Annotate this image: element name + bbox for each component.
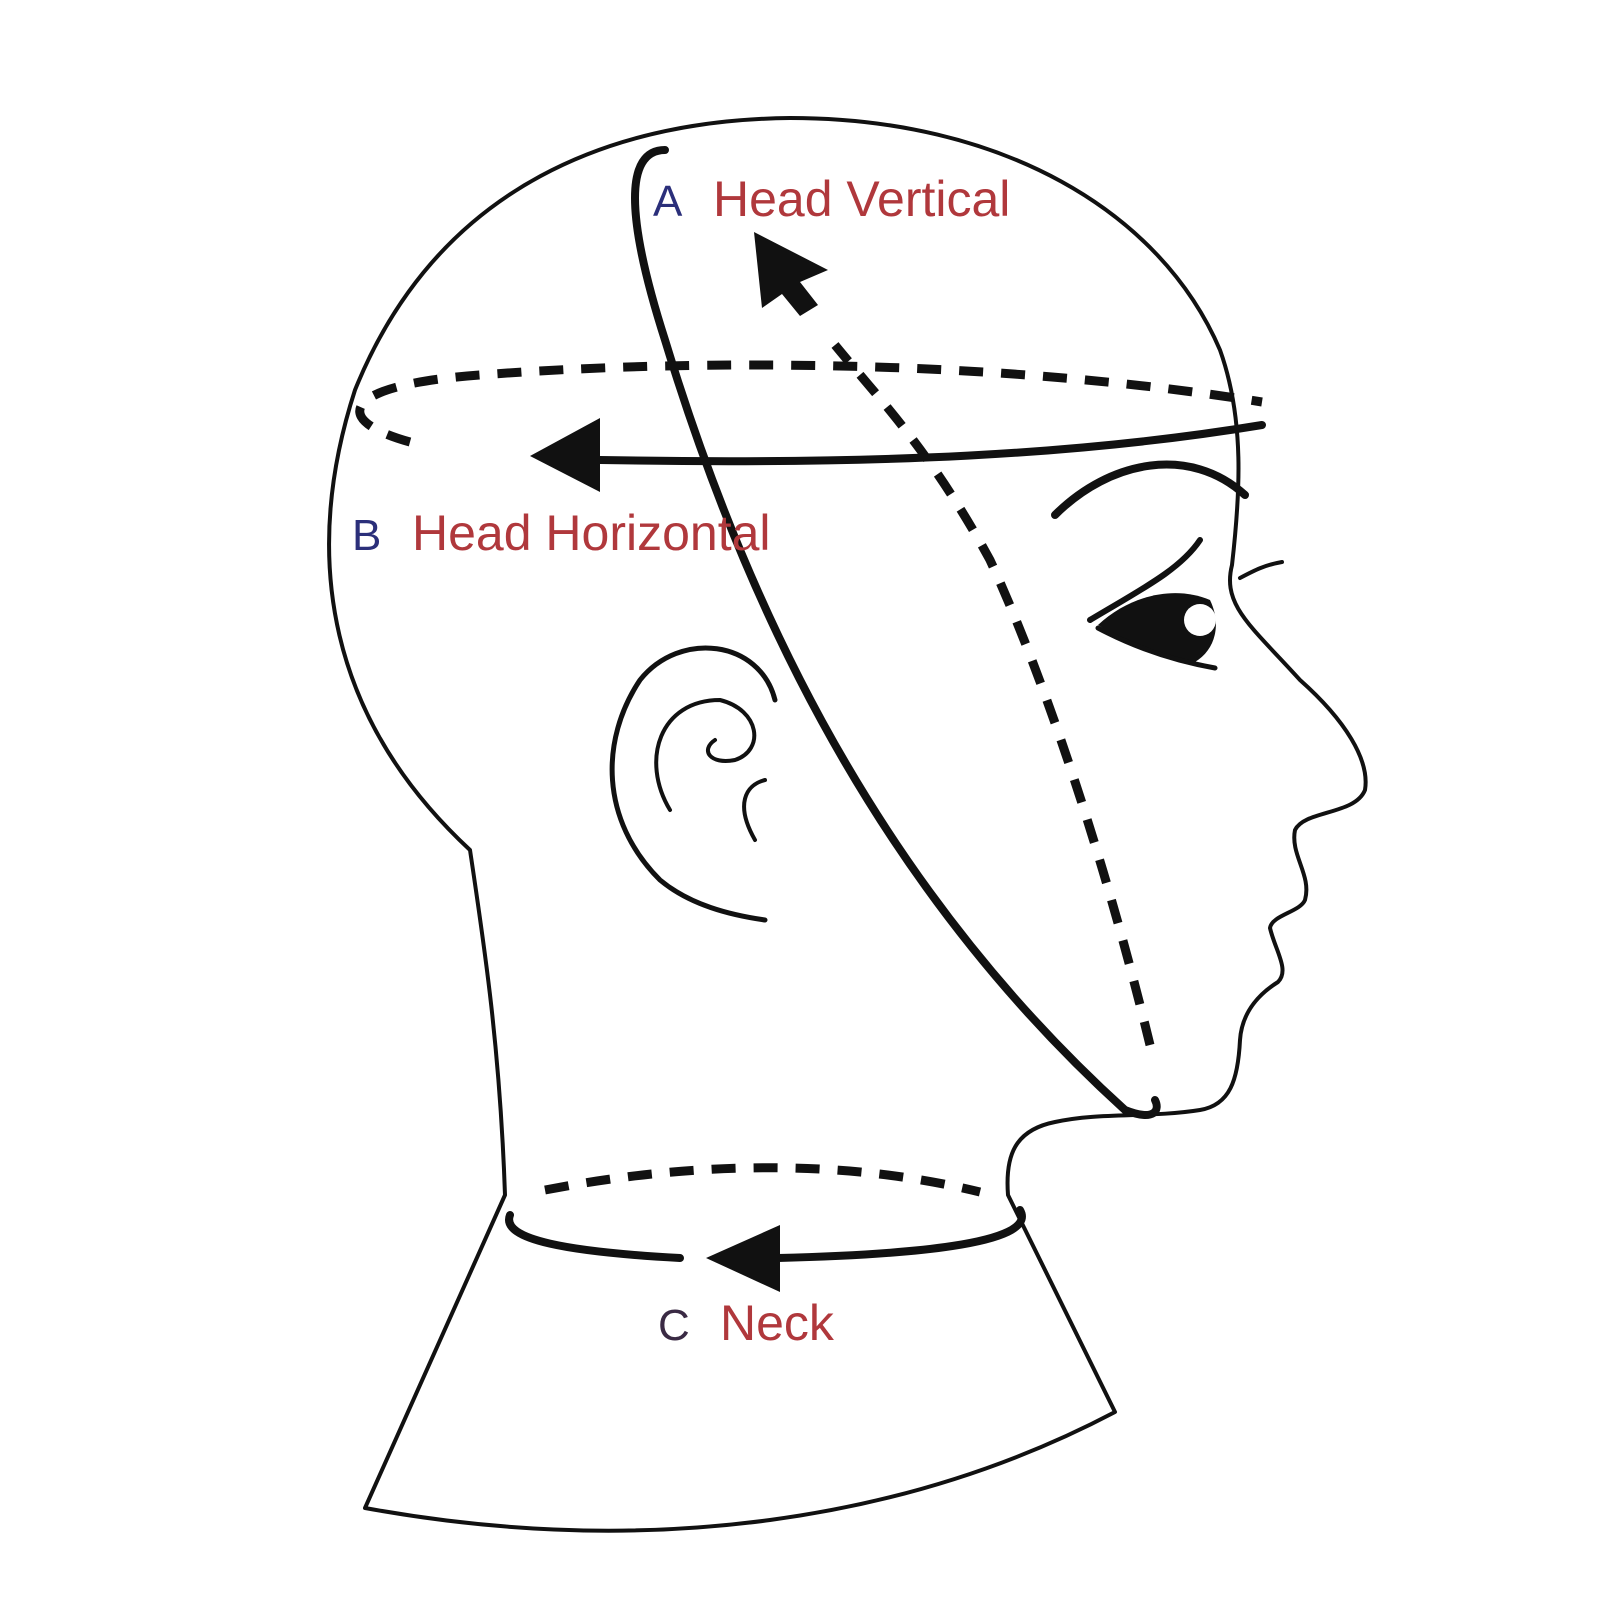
head-horizontal-arrowhead bbox=[530, 418, 600, 492]
ear-outer bbox=[609, 645, 778, 923]
ear-lobe bbox=[742, 778, 767, 842]
eye-lash bbox=[1238, 560, 1284, 580]
neck-arrowhead bbox=[706, 1225, 780, 1292]
label-c-name: Neck bbox=[720, 1295, 835, 1351]
head-vertical-line bbox=[631, 146, 1161, 1119]
label-b-name: Head Horizontal bbox=[412, 505, 771, 561]
head-horizontal-dashed-line bbox=[355, 360, 1263, 447]
neck-line bbox=[774, 1206, 1026, 1262]
ear-inner bbox=[654, 698, 757, 812]
eye bbox=[1098, 593, 1216, 662]
head-vertical-dashed-line bbox=[831, 342, 1155, 1047]
head-vertical-arrowhead bbox=[754, 232, 828, 316]
label-a-letter: A bbox=[653, 177, 683, 226]
label-b-letter: B bbox=[352, 511, 381, 560]
eye-upper-lid bbox=[1087, 537, 1203, 623]
eye-lower-lid bbox=[1095, 625, 1218, 671]
label-c-letter: C bbox=[658, 1301, 690, 1350]
label-a-name: Head Vertical bbox=[713, 171, 1010, 227]
neck-line-back bbox=[505, 1211, 684, 1262]
neck-dashed-line bbox=[544, 1163, 982, 1197]
eye-highlight bbox=[1184, 604, 1216, 636]
head-horizontal-line bbox=[596, 421, 1266, 466]
eyebrow bbox=[1051, 460, 1249, 519]
head-outline bbox=[327, 116, 1368, 1533]
